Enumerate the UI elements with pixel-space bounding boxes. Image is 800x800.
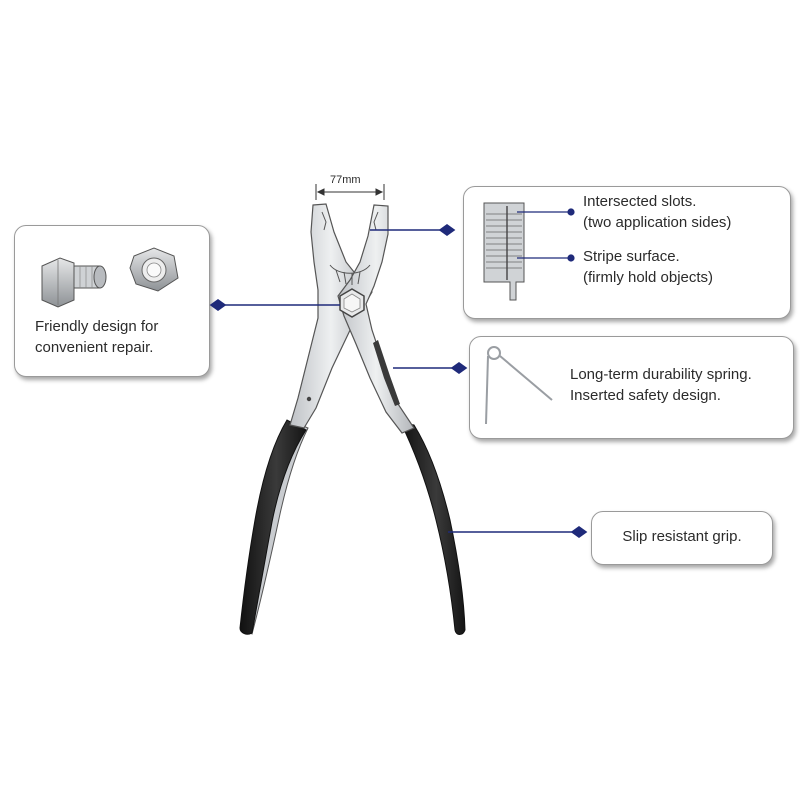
dimension-marker [315,184,385,200]
slots-text: Intersected slots. (two application side… [583,191,731,233]
spring-line-1: Long-term durability spring. [570,366,752,383]
callout-jaw-features: Intersected slots. (two application side… [463,186,791,319]
spring-text: Long-term durability spring. Inserted sa… [570,364,752,406]
right-arm [337,204,415,434]
repair-line-1: Friendly design for [35,318,159,335]
callout-spring: Long-term durability spring. Inserted sa… [469,336,794,439]
repair-line-2: convenient repair. [35,339,154,356]
callout-repair-text: Friendly design for convenient repair. [35,316,158,358]
slots-line-1: Intersected slots. [583,193,697,210]
slots-line-2: (two application sides) [583,214,732,231]
stripe-text: Stripe surface. (firmly hold objects) [583,246,713,288]
callout-grip: Slip resistant grip. [591,511,773,565]
jaw-teeth [321,211,379,285]
grip-text: Slip resistant grip. [622,528,742,545]
left-handle [239,419,309,635]
spring-line-2: Inserted safety design. [570,387,721,404]
pivot-nut [339,288,365,318]
dimension-label: 77mm [330,174,361,186]
left-arm [289,203,373,429]
stripe-line-1: Stripe surface. [583,248,680,265]
right-handle [400,422,466,635]
callout-repair-design: Friendly design for convenient repair. [14,225,210,377]
stripe-line-2: (firmly hold objects) [583,269,714,286]
